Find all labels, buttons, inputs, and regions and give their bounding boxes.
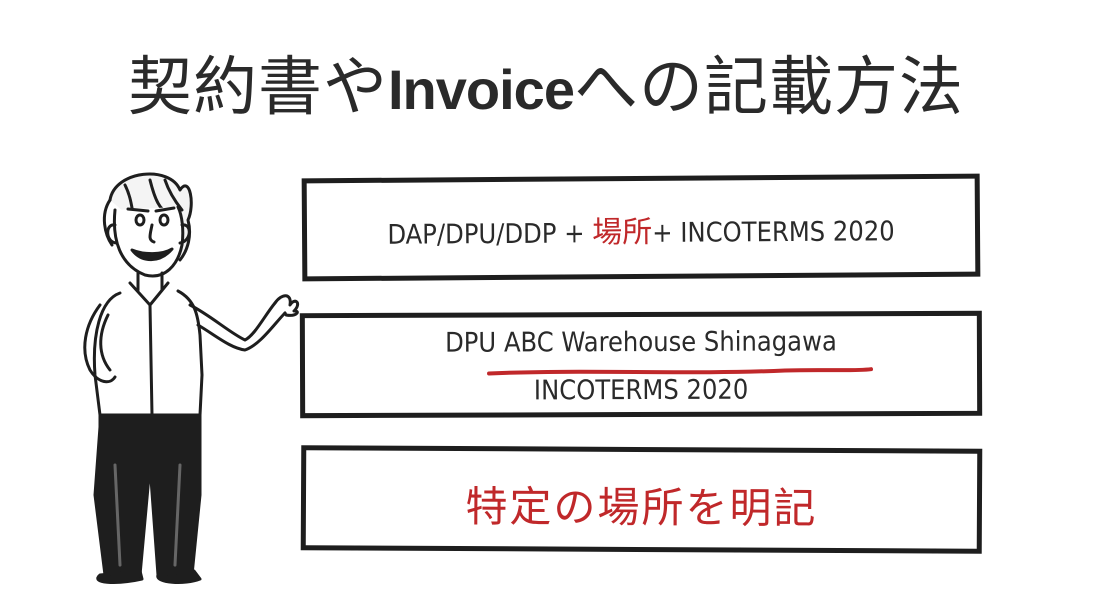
example-location: ABC Warehouse Shinagawa (503, 326, 837, 359)
page-title: 契約書やInvoiceへの記載方法 (128, 38, 1028, 138)
cartoon-presenter-illustration (83, 172, 300, 584)
format-prefix: DAP/DPU/DDP + (387, 218, 593, 251)
example-line-2: INCOTERMS 2020 (533, 374, 749, 407)
red-underline (487, 367, 874, 376)
specify-location-text: 特定の場所を明記 (465, 482, 818, 533)
incoterms-format-card: DAP/DPU/DDP + 場所+ INCOTERMS 2020 (301, 173, 981, 282)
specify-location-card: 特定の場所を明記 (300, 445, 983, 554)
incoterms-format-line: DAP/DPU/DDP + 場所+ INCOTERMS 2020 (307, 205, 975, 254)
example-term: DPU (444, 327, 504, 359)
title-kanji-left: 契約書や (128, 51, 388, 125)
format-suffix: + INCOTERMS 2020 (652, 216, 895, 249)
place-placeholder: 場所 (592, 214, 653, 251)
title-latin: Invoice (388, 58, 575, 121)
example-line-1: DPU ABC Warehouse Shinagawa (305, 326, 977, 359)
example-card: DPU ABC Warehouse Shinagawa INCOTERMS 20… (299, 310, 983, 419)
title-kanji-right: への記載方法 (573, 51, 964, 125)
